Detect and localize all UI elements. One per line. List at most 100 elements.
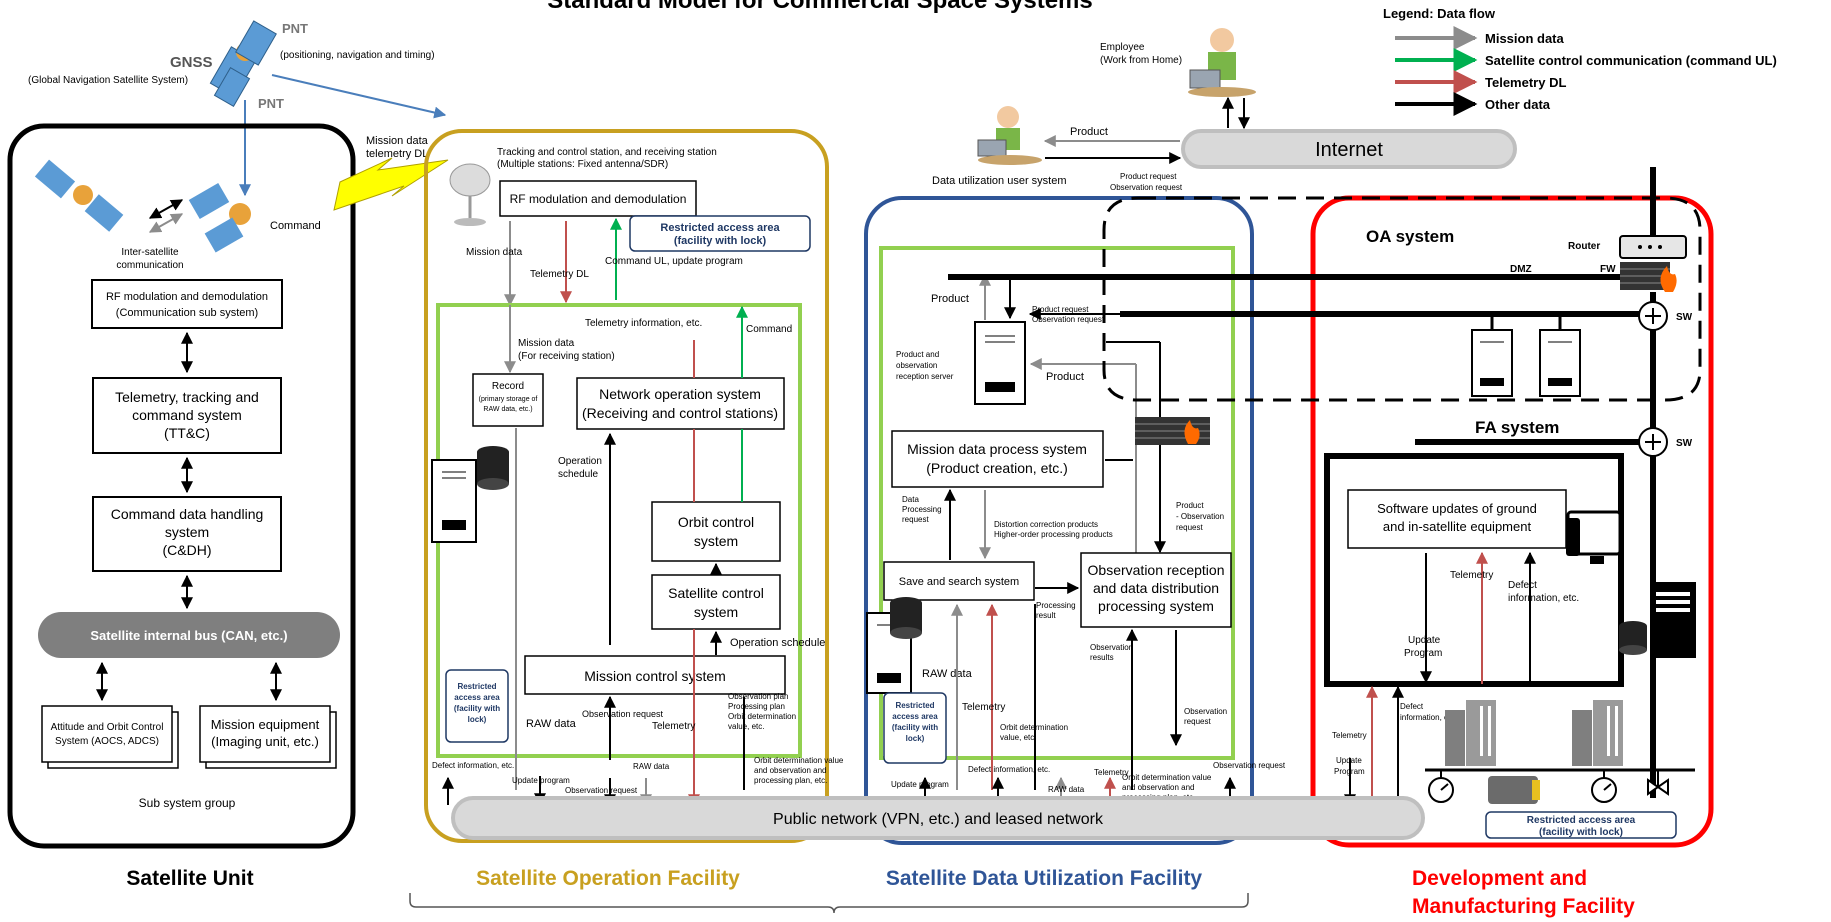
obs-req3-util: request bbox=[1184, 717, 1211, 726]
orbit-label-1: Orbit control bbox=[678, 514, 754, 530]
server-icon-util bbox=[974, 321, 1026, 405]
record-label-2: (primary storage of bbox=[479, 396, 538, 403]
mission-equipment-label-2: (Imaging unit, etc.) bbox=[211, 734, 319, 749]
restricted-small-2: access area bbox=[454, 693, 500, 702]
restricted-area-op bbox=[445, 669, 509, 743]
obs-req4-util: Observation request bbox=[1213, 761, 1286, 770]
restricted-small-1: Restricted bbox=[457, 682, 496, 691]
oa-server-icon-2 bbox=[1539, 329, 1581, 397]
satctl-label-1: Satellite control bbox=[668, 585, 764, 601]
pc-icon bbox=[1566, 510, 1622, 564]
switch-icon-1 bbox=[1638, 301, 1668, 331]
restricted-label-2: (facility with lock) bbox=[674, 235, 767, 247]
legend-heading: Legend: Data flow bbox=[1383, 6, 1496, 21]
router-label: Router bbox=[1568, 241, 1600, 252]
satellite-unit-box bbox=[7, 123, 356, 849]
rf-modem-box bbox=[499, 180, 697, 217]
orbit-det-2-util: value, etc. bbox=[1000, 733, 1036, 742]
mission-dl-label-2: telemetry DL bbox=[366, 148, 428, 160]
ordp-label-1: Observation reception bbox=[1088, 562, 1225, 578]
for-receiving-label: (For receiving station) bbox=[518, 351, 615, 362]
data-user-icon bbox=[977, 106, 1042, 165]
obs-plan-2: Processing plan bbox=[728, 702, 785, 711]
restricted-util-4: lock) bbox=[906, 734, 925, 743]
obs-plan-3: Orbit determination bbox=[728, 712, 796, 721]
public-network-label: Public network (VPN, etc.) and leased ne… bbox=[773, 811, 1104, 828]
prod-obs-label-1: Product bbox=[1176, 501, 1204, 510]
satctl-label-2: system bbox=[694, 604, 738, 620]
group-brace bbox=[409, 893, 1249, 914]
pnt-label-2: PNT bbox=[258, 96, 284, 111]
ttc-label-2: command system bbox=[132, 407, 242, 423]
command-label-op: Command bbox=[746, 324, 792, 335]
internet-label: Internet bbox=[1315, 139, 1383, 161]
pnt-arrow-ground bbox=[271, 74, 447, 119]
record-box bbox=[472, 373, 544, 427]
restricted-small-4: lock) bbox=[468, 715, 487, 724]
satellite-bus-label: Satellite internal bus (CAN, etc.) bbox=[90, 628, 287, 643]
update3-label-dev: Update bbox=[1336, 756, 1362, 765]
server-label-1: Product and bbox=[896, 350, 939, 359]
orbit-det-1-util: Orbit determination bbox=[1000, 723, 1068, 732]
rf-sub-label-2: (Communication sub system) bbox=[116, 307, 258, 319]
employee-label-1: Employee bbox=[1100, 42, 1145, 53]
server-icon-op bbox=[431, 446, 509, 543]
public-network-bar bbox=[451, 796, 1425, 840]
telemetry-info-label: Telemetry information, etc. bbox=[585, 318, 702, 329]
defect-label-dev-1: Defect bbox=[1508, 580, 1537, 591]
observation-request-label: Observation request bbox=[1110, 183, 1183, 192]
factory-equipment-icons bbox=[1425, 700, 1695, 804]
update4-label-dev: Program bbox=[1334, 767, 1365, 776]
op-schedule-label: Operation schedule bbox=[730, 637, 825, 649]
pnt-description: (positioning, navigation and timing) bbox=[280, 50, 435, 61]
prod-obs-label-2: - Observation bbox=[1176, 512, 1224, 521]
downlink-lightning-icon bbox=[333, 157, 449, 211]
update-prog-util: Update program bbox=[891, 780, 949, 789]
mdps-label-2: (Product creation, etc.) bbox=[926, 460, 1068, 476]
defect-label-dev-2: information, etc. bbox=[1508, 593, 1579, 604]
obs-req2-util: Observation bbox=[1184, 707, 1227, 716]
aocs-box bbox=[41, 705, 173, 763]
operation-facility-box bbox=[424, 129, 829, 843]
legend-telemetry-dl: Telemetry DL bbox=[1485, 75, 1566, 90]
raw-data-label-util: RAW data bbox=[922, 668, 973, 680]
aocs-label-2: System (AOCS, ADCS) bbox=[55, 736, 159, 747]
telemetry-dl-label: Telemetry DL bbox=[530, 269, 589, 280]
telemetry-label-dev: Telemetry bbox=[1450, 570, 1493, 581]
command-ul-label: Command UL, update program bbox=[605, 256, 743, 267]
dpr-label-1: Data bbox=[902, 495, 919, 504]
dmz-label: DMZ bbox=[1510, 264, 1532, 275]
satellite-bus bbox=[38, 612, 340, 658]
restricted-label-1: Restricted access area bbox=[660, 222, 780, 234]
fa-system-label: FA system bbox=[1475, 418, 1559, 437]
software-updates-box bbox=[1347, 489, 1567, 549]
ttc-label-3: (TT&C) bbox=[164, 425, 210, 441]
employee-icon bbox=[1188, 28, 1256, 97]
proc-result-1: Processing bbox=[1036, 601, 1076, 610]
cdh-label-3: (C&DH) bbox=[163, 542, 212, 558]
intersat-label-1: Inter-satellite bbox=[121, 247, 179, 258]
restricted-util-3: (facility with bbox=[892, 723, 938, 732]
diagram-title: Standard Model for Commercial Space Syst… bbox=[547, 0, 1093, 14]
obs-results-1: Observation bbox=[1090, 643, 1133, 652]
defect4-label-dev: information, etc. bbox=[1400, 713, 1457, 722]
record-label-1: Record bbox=[492, 381, 524, 392]
server-label-3: reception server bbox=[896, 372, 954, 381]
legend-command-ul: Satellite control communication (command… bbox=[1485, 53, 1777, 68]
station-label-2: (Multiple stations: Fixed antenna/SDR) bbox=[497, 159, 668, 170]
observation-reception-box bbox=[1080, 552, 1232, 628]
router-icon bbox=[1619, 235, 1687, 259]
prod-obs-label-3: request bbox=[1176, 523, 1203, 532]
gnss-satellite-icon bbox=[209, 20, 277, 108]
telemetry2-label-dev: Telemetry bbox=[1332, 731, 1367, 740]
subsystem-group-label: Sub system group bbox=[139, 796, 236, 810]
satellite-icon-right bbox=[188, 182, 251, 253]
orbit-det-2-op: and observation and bbox=[754, 766, 827, 775]
rf-sub-box bbox=[91, 279, 283, 329]
update-label-dev-1: Update bbox=[1408, 635, 1441, 646]
product-label-util: Product bbox=[931, 293, 969, 305]
ttc-box bbox=[92, 377, 282, 454]
switch-icon-2 bbox=[1638, 427, 1668, 457]
network-operation-box bbox=[576, 377, 785, 430]
update-label-dev-2: Program bbox=[1404, 648, 1442, 659]
